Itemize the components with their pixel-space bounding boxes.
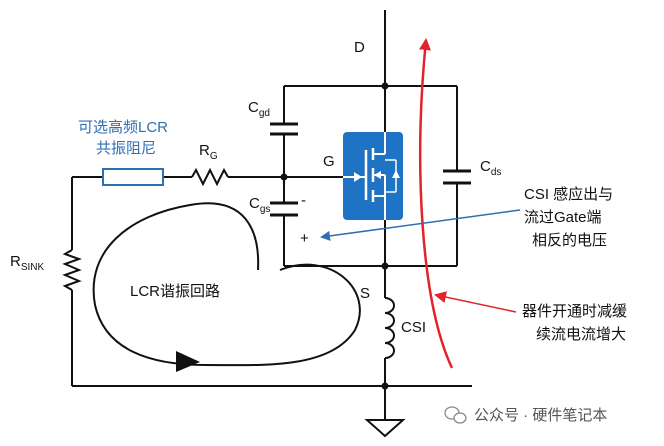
cgs-label: Cgs (249, 195, 270, 215)
csi-voltage-note-line3: 相反的电压 (532, 232, 607, 249)
loop-arrow-icon (176, 351, 200, 372)
current-note-arrow (434, 291, 517, 313)
lcr-resonance-loop (92, 202, 361, 367)
cds-label: Cds (480, 158, 501, 178)
wires (71, 10, 472, 412)
lcr-optional-note-line2: 共振阻尼 (96, 140, 156, 157)
csi-voltage-note-line2: 流过Gate端 (524, 209, 602, 226)
plus-sign: + (300, 230, 309, 247)
cgd-label: Cgd (248, 99, 270, 119)
csi-label: CSI (401, 319, 426, 336)
watermark-text: 公众号 · 硬件笔记本 (474, 407, 607, 424)
cds-capacitor (443, 169, 471, 185)
rsink-label: RSINK (10, 253, 45, 273)
rsink-resistor (62, 249, 82, 291)
drain-label: D (354, 39, 365, 56)
wechat-icon (444, 406, 467, 424)
lcr-damper-box (102, 168, 164, 186)
current-note-line1: 器件开通时减缓 (522, 303, 627, 320)
cgd-capacitor (270, 122, 298, 136)
gate-label: G (323, 153, 335, 170)
lcr-loop-label: LCR谐振回路 (130, 283, 220, 300)
rg-resistor (191, 167, 229, 187)
csi-inductor (384, 297, 395, 359)
minus-sign: - (301, 192, 306, 209)
cgs-capacitor (270, 201, 298, 217)
csi-voltage-note-line1: CSI 感应出与 (524, 185, 613, 203)
source-label: S (360, 285, 370, 302)
lcr-optional-note-line1: 可选高频LCR (78, 119, 168, 136)
csi-voltage-note-arrow (320, 209, 521, 241)
watermark: 公众号 · 硬件笔记本 (444, 406, 607, 424)
rg-label: RG (199, 142, 218, 162)
junction-dots (280, 82, 389, 390)
mosfet-symbol (343, 132, 403, 220)
current-note-line2: 续流电流增大 (536, 326, 626, 343)
ground-symbol (364, 412, 406, 438)
